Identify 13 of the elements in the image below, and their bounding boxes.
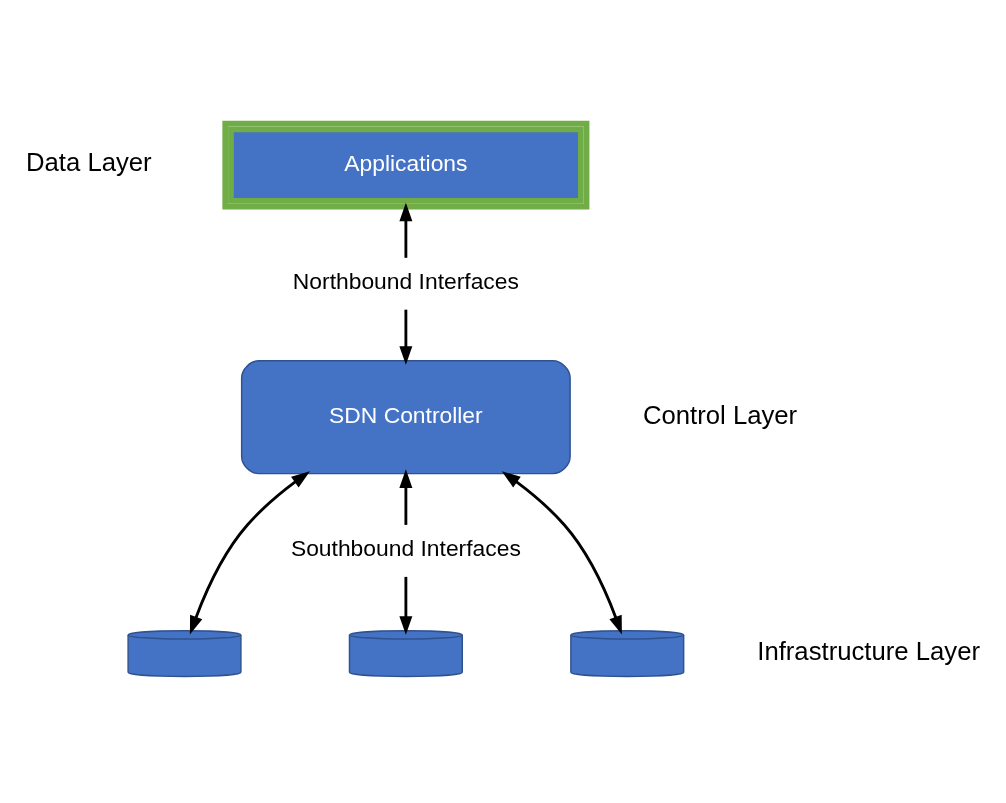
arrow: [501, 471, 622, 635]
arrow: [189, 471, 310, 635]
arrow: [399, 202, 413, 258]
node-box: Applications: [222, 120, 590, 210]
node-text: Southbound Interfaces: [290, 535, 521, 562]
label: Control Layer: [642, 400, 798, 429]
arrow: [399, 309, 413, 365]
label: Infrastructure Layer: [757, 636, 980, 665]
arrow: [399, 469, 413, 525]
arrow: [399, 576, 413, 635]
node-text: Northbound Interfaces: [292, 268, 519, 295]
node-box: SDN Controller: [240, 360, 571, 475]
label: Data Layer: [25, 148, 152, 177]
